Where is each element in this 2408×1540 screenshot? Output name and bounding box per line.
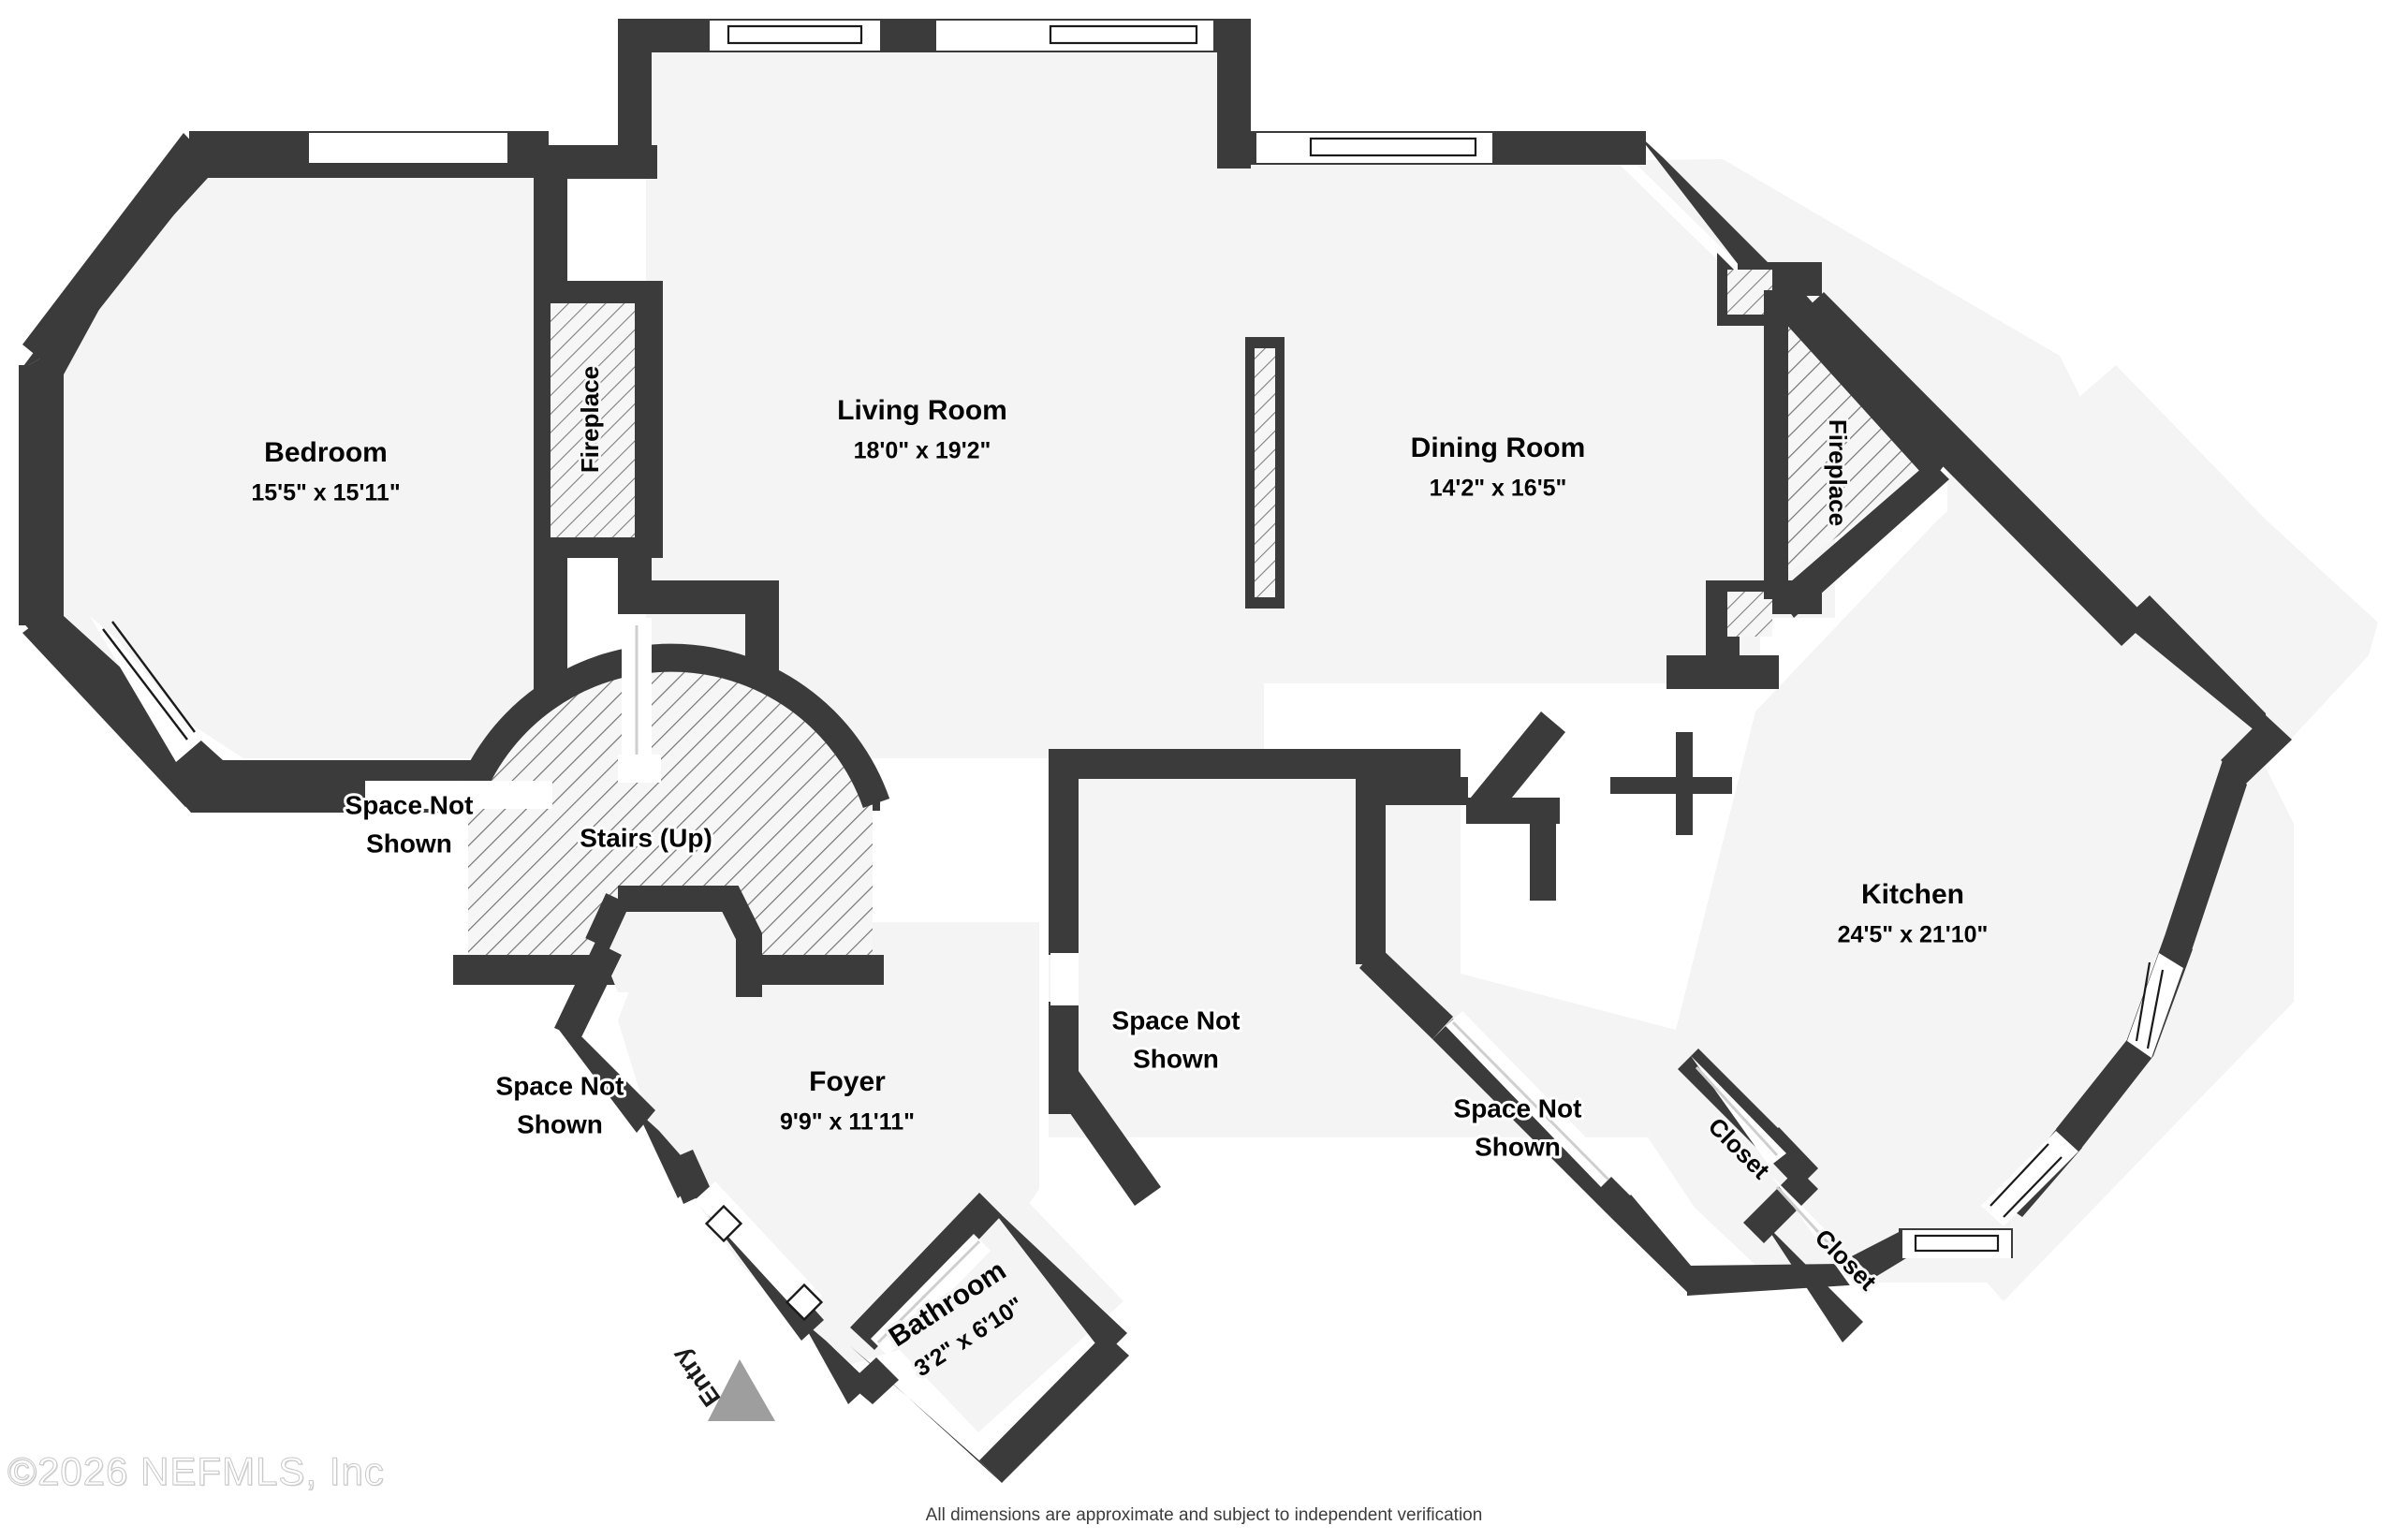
window-dining-top bbox=[1292, 133, 1492, 163]
window-living-top-right bbox=[1030, 21, 1213, 51]
dining-room-floor bbox=[1217, 165, 1835, 768]
label-kitchen: Kitchen 24'5" x 21'10" bbox=[1834, 875, 1991, 951]
room-interiors bbox=[28, 37, 2378, 1432]
svg-text:Shown: Shown bbox=[1133, 1044, 1219, 1073]
annotation-space-not-shown-center: Space Not Shown bbox=[1109, 1003, 1243, 1076]
window-kitchen-south bbox=[1902, 1230, 2011, 1258]
entry-arrow-icon bbox=[708, 1359, 775, 1421]
stairs-up bbox=[452, 643, 890, 997]
bathroom-walls bbox=[850, 1193, 1129, 1483]
label-fireplace-dining: Fireplace bbox=[1824, 419, 1852, 526]
door-foyer-stairs bbox=[618, 755, 661, 783]
svg-text:Space Not: Space Not bbox=[1112, 1005, 1241, 1034]
kitchen-floor bbox=[1648, 365, 2378, 1283]
fireplace-living-room bbox=[536, 281, 663, 558]
bedroom-floor bbox=[28, 161, 534, 758]
label-fireplace-living: Fireplace bbox=[576, 366, 604, 473]
door-closet-upper bbox=[1691, 1056, 1786, 1166]
entry-marker: Entry bbox=[666, 1342, 775, 1421]
door-entry bbox=[695, 1181, 824, 1322]
label-stairs-up: Stairs (Up) bbox=[580, 823, 712, 852]
door-bathroom bbox=[871, 1234, 991, 1356]
disclaimer-text: All dimensions are approximate and subje… bbox=[925, 1505, 1483, 1525]
svg-text:9'9" x 11'11": 9'9" x 11'11" bbox=[780, 1109, 915, 1136]
label-foyer: Foyer 9'9" x 11'11" bbox=[776, 1063, 918, 1138]
annotation-space-not-shown-bedroom: Space Not Shown bbox=[343, 787, 477, 860]
svg-text:Bedroom: Bedroom bbox=[264, 437, 388, 468]
label-living-room: Living Room 18'0" x 19'2" bbox=[834, 391, 1011, 467]
label-bedroom: Bedroom 15'5" x 15'11" bbox=[248, 433, 404, 509]
entry-label: Entry bbox=[666, 1342, 726, 1412]
window-bedroom-bottom bbox=[365, 781, 552, 809]
svg-text:Shown: Shown bbox=[517, 1109, 603, 1138]
window-kitchen-southeast bbox=[1981, 1131, 2078, 1226]
window-bedroom-top bbox=[309, 133, 507, 163]
svg-text:Foyer: Foyer bbox=[809, 1066, 886, 1097]
bedroom-angled-walls bbox=[22, 133, 213, 807]
copyright-notice: ©2026 NEFMLS, Inc bbox=[7, 1449, 385, 1494]
door-living-bedroom bbox=[622, 618, 652, 775]
window-living-top-left bbox=[710, 21, 880, 51]
svg-text:Space Not: Space Not bbox=[1454, 1093, 1582, 1122]
annotation-space-not-shown-kitchen: Space Not Shown bbox=[1451, 1091, 1585, 1164]
interior-column bbox=[1245, 337, 1285, 609]
svg-text:Space Not: Space Not bbox=[345, 790, 474, 819]
window-dining-nw-small bbox=[1256, 133, 1294, 163]
annotation-space-not-shown-foyer: Space Not Shown bbox=[493, 1068, 627, 1141]
svg-text:15'5" x 15'11": 15'5" x 15'11" bbox=[251, 480, 400, 506]
svg-text:Dining Room: Dining Room bbox=[1411, 433, 1586, 463]
label-dining-room: Dining Room 14'2" x 16'5" bbox=[1407, 429, 1589, 505]
door-kitchen-northwest bbox=[1446, 1011, 1618, 1187]
central-space-walls bbox=[1049, 749, 1461, 1206]
window-kitchen-east bbox=[2127, 953, 2183, 1058]
window-bedroom-southwest bbox=[90, 616, 202, 762]
svg-text:Space Not: Space Not bbox=[496, 1071, 624, 1100]
svg-text:14'2" x 16'5": 14'2" x 16'5" bbox=[1430, 476, 1567, 502]
door-closet-lower bbox=[1771, 1176, 1869, 1288]
svg-text:18'0" x 19'2": 18'0" x 19'2" bbox=[854, 438, 991, 464]
bathroom-floor bbox=[871, 1189, 1123, 1432]
svg-text:24'5" x 21'10": 24'5" x 21'10" bbox=[1838, 922, 1989, 948]
svg-text:Shown: Shown bbox=[366, 829, 452, 858]
living-room-floor bbox=[627, 37, 1264, 768]
svg-text:Living Room: Living Room bbox=[837, 395, 1007, 426]
svg-text:Kitchen: Kitchen bbox=[1861, 879, 1964, 910]
svg-text:Shown: Shown bbox=[1475, 1132, 1561, 1161]
space-not-shown-annotations: Space Not Shown Space Not Shown Space No… bbox=[343, 787, 1585, 1164]
windows-and-doors bbox=[90, 21, 2183, 1356]
opening-central-space bbox=[1050, 953, 1079, 1005]
